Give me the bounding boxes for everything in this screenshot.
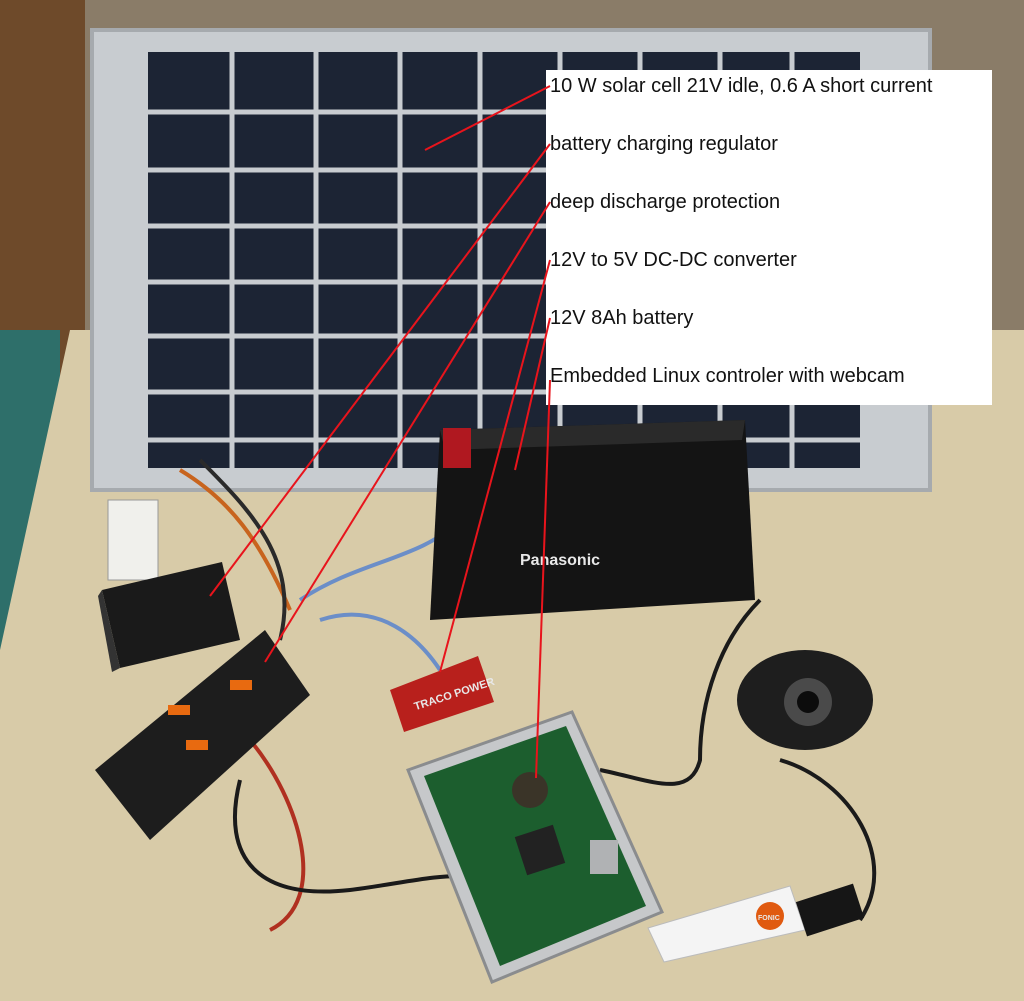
lead-acid-battery: Panasonic bbox=[430, 420, 755, 620]
label-discharge-protection: deep discharge protection bbox=[550, 191, 781, 213]
embedded-linux-board bbox=[406, 710, 665, 984]
label-battery: 12V 8Ah battery bbox=[550, 307, 694, 329]
terminal-block bbox=[107, 499, 159, 581]
label-dc-dc-converter: 12V to 5V DC-DC converter bbox=[550, 249, 797, 271]
label-charging-regulator: battery charging regulator bbox=[550, 133, 778, 155]
usb-modem: FONIC bbox=[647, 883, 865, 963]
modem-brand-label: FONIC bbox=[758, 915, 780, 922]
label-solar-cell: 10 W solar cell 21V idle, 0.6 A short cu… bbox=[550, 75, 933, 97]
webcam bbox=[737, 650, 873, 750]
battery-brand-label: Panasonic bbox=[520, 552, 600, 569]
label-linux-controller: Embedded Linux controler with webcam bbox=[550, 365, 905, 387]
discharge-protection-box bbox=[95, 630, 310, 840]
dc-dc-converter: TRACO POWER bbox=[390, 656, 496, 732]
charging-regulator-box bbox=[98, 562, 240, 672]
label-panel bbox=[546, 70, 992, 405]
